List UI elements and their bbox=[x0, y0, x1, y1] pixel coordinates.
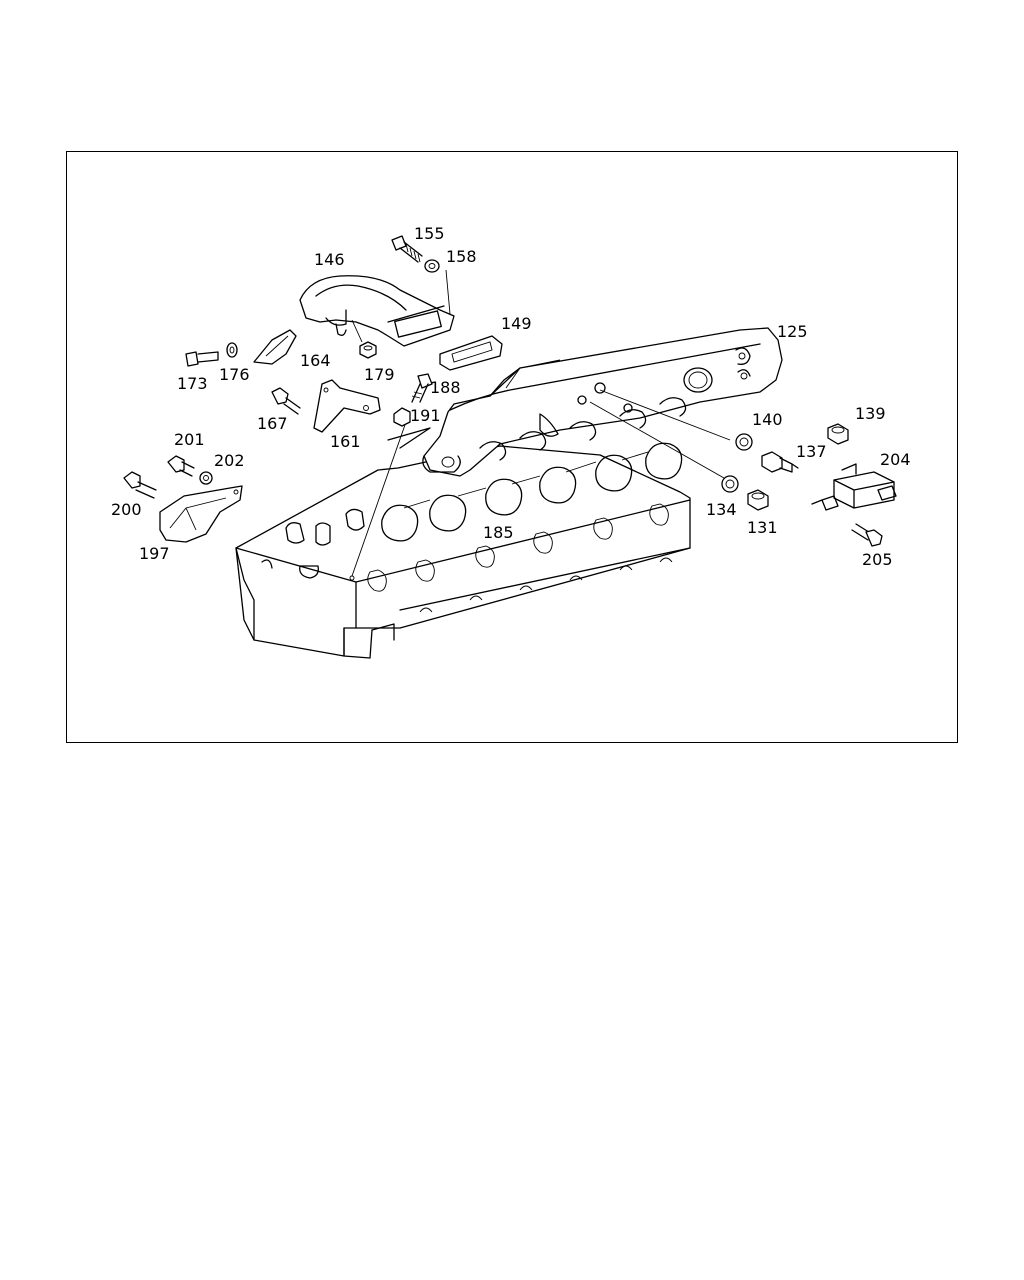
callout-140: 140 bbox=[752, 410, 783, 429]
callout-179: 179 bbox=[364, 365, 395, 384]
callout-201: 201 bbox=[174, 430, 205, 449]
diagram-frame bbox=[66, 151, 958, 743]
callout-146: 146 bbox=[314, 250, 345, 269]
gasket-149 bbox=[439, 335, 503, 371]
bolt-205 bbox=[851, 523, 883, 547]
callout-134: 134 bbox=[706, 500, 737, 519]
callout-164: 164 bbox=[300, 351, 331, 370]
callout-204: 204 bbox=[880, 450, 911, 469]
callout-185: 185 bbox=[483, 523, 514, 542]
cylinder-head-185 bbox=[235, 442, 691, 659]
callout-139: 139 bbox=[855, 404, 886, 423]
break-symbol bbox=[387, 427, 431, 449]
washer-176 bbox=[226, 342, 238, 358]
washer-134 bbox=[721, 475, 739, 493]
callout-188: 188 bbox=[430, 378, 461, 397]
callout-137: 137 bbox=[796, 442, 827, 461]
callout-167: 167 bbox=[257, 414, 288, 433]
bracket-164 bbox=[253, 329, 297, 365]
callout-197: 197 bbox=[139, 544, 170, 563]
bracket-197 bbox=[159, 485, 243, 543]
bolt-173 bbox=[185, 351, 219, 367]
bolt-200 bbox=[123, 471, 157, 499]
plug-131 bbox=[747, 489, 769, 511]
leader-140 bbox=[599, 389, 731, 441]
callout-125: 125 bbox=[777, 322, 808, 341]
bolt-188 bbox=[411, 373, 433, 403]
callout-155: 155 bbox=[414, 224, 445, 243]
callout-191: 191 bbox=[410, 406, 441, 425]
callout-205: 205 bbox=[862, 550, 893, 569]
washer-140 bbox=[735, 433, 753, 451]
callout-161: 161 bbox=[330, 432, 361, 451]
bolt-155 bbox=[391, 235, 423, 263]
exhaust-manifold-125 bbox=[422, 327, 783, 477]
callout-176: 176 bbox=[219, 365, 250, 384]
leader-191 bbox=[351, 421, 407, 577]
leader-158 bbox=[445, 269, 451, 315]
nut-179 bbox=[359, 341, 377, 359]
callout-202: 202 bbox=[214, 451, 245, 470]
nut-191 bbox=[393, 407, 411, 427]
callout-173: 173 bbox=[177, 374, 208, 393]
callout-158: 158 bbox=[446, 247, 477, 266]
callout-131: 131 bbox=[747, 518, 778, 537]
bracket-161 bbox=[313, 379, 381, 433]
washer-202 bbox=[199, 471, 213, 485]
leader-134 bbox=[589, 401, 725, 479]
washer-158 bbox=[424, 259, 440, 273]
callout-200: 200 bbox=[111, 500, 142, 519]
bolt-201 bbox=[167, 455, 195, 477]
callout-149: 149 bbox=[501, 314, 532, 333]
bolt-167 bbox=[271, 387, 301, 415]
switch-204 bbox=[811, 463, 897, 511]
plug-139 bbox=[827, 423, 849, 445]
sensor-137 bbox=[761, 451, 799, 473]
egr-pipe-146 bbox=[299, 275, 455, 347]
